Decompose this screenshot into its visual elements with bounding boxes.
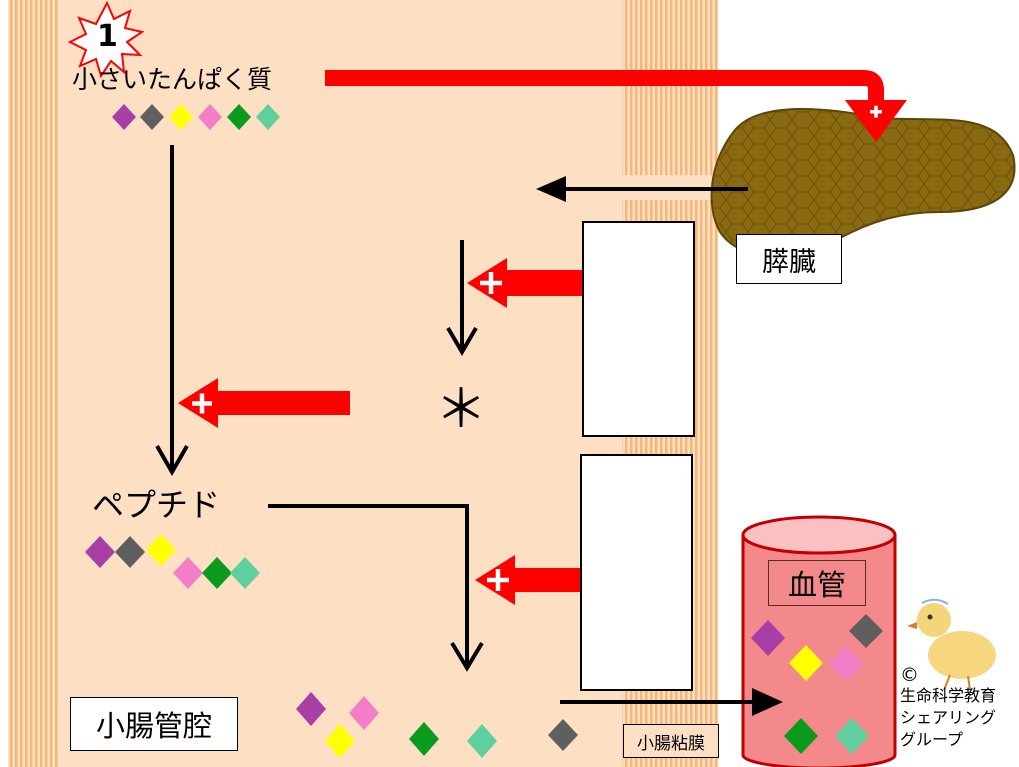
- small-protein-amino-acids: [112, 104, 280, 130]
- amino-acid: [548, 719, 578, 751]
- intestinal-lumen-label-text: 小腸管腔: [95, 709, 212, 743]
- amino-acid: [198, 104, 222, 130]
- pancreas-secretion-arrow: [536, 176, 748, 202]
- blood-vessel-label: 血管: [768, 560, 866, 606]
- blood-vessel-label-text: 血管: [787, 568, 846, 602]
- copyright-line-3: グループ: [900, 730, 964, 749]
- intestinal-lumen-label: 小腸管腔: [70, 697, 238, 751]
- amino-acid: [467, 724, 497, 758]
- right-intestinal-wall-upper: [622, 0, 718, 175]
- blood-amino-acids: [751, 614, 883, 754]
- amino-acid: [409, 722, 439, 756]
- amino-acid: [784, 718, 818, 754]
- intestinal-mucosa-label-text: 小腸粘膜: [637, 733, 705, 754]
- amino-acid: [112, 104, 136, 130]
- intestinal-mucosa-label: 小腸粘膜: [623, 724, 719, 758]
- enzyme-arrow-1: [178, 378, 350, 428]
- enzyme-arrow-2: [467, 258, 582, 308]
- amino-acid: [202, 557, 232, 589]
- copyright-symbol: ©: [900, 664, 919, 686]
- peptide-to-amino-acid-arrow: [268, 504, 484, 672]
- amino-acid: [173, 557, 203, 589]
- peptide-label: ペプチド: [92, 486, 221, 524]
- amino-acid: [169, 104, 193, 130]
- enzyme-box-lower: [580, 454, 693, 691]
- amino-acid: [325, 724, 355, 758]
- amino-acid: [835, 718, 869, 754]
- amino-acid: [296, 692, 326, 726]
- amino-acid: [849, 614, 883, 648]
- amino-acid: [349, 696, 379, 730]
- amino-acid: [751, 620, 785, 656]
- small-protein-label: 小さいたんぱく質: [72, 65, 273, 94]
- pancreas-label-text: 膵臓: [762, 246, 816, 278]
- enzyme-box-upper: [582, 221, 695, 437]
- free-amino-acids: [296, 692, 578, 758]
- protein-to-peptide-arrow: [155, 145, 189, 477]
- enzyme-arrow-3: [475, 555, 580, 605]
- left-intestinal-wall: [8, 0, 60, 767]
- amino-acid: [829, 645, 863, 681]
- amino-acid: [85, 536, 115, 568]
- amino-acid: [256, 104, 280, 130]
- copyright-line-2: シェアリング: [900, 708, 997, 727]
- protein-to-pancreas-arrow: [325, 70, 907, 142]
- copyright-line-1: 生命科学教育: [900, 686, 997, 705]
- amino-acid: [146, 534, 176, 566]
- chick-mascot-icon: [907, 598, 996, 691]
- step-badge-icon: [67, 0, 145, 79]
- absorption-arrow: [560, 688, 783, 716]
- amino-acid: [140, 104, 164, 130]
- amino-acid: [230, 557, 260, 589]
- step-number: 1: [97, 19, 118, 54]
- peptide-amino-acids: [85, 534, 260, 589]
- amino-acid: [789, 645, 823, 681]
- asterisk-label: ＊: [435, 380, 488, 440]
- amino-acid: [115, 536, 145, 568]
- pancreas-label: 膵臓: [736, 234, 842, 284]
- pancreas-icon: [710, 107, 1016, 257]
- amino-acid: [227, 104, 251, 130]
- to-asterisk-arrow: [446, 240, 478, 356]
